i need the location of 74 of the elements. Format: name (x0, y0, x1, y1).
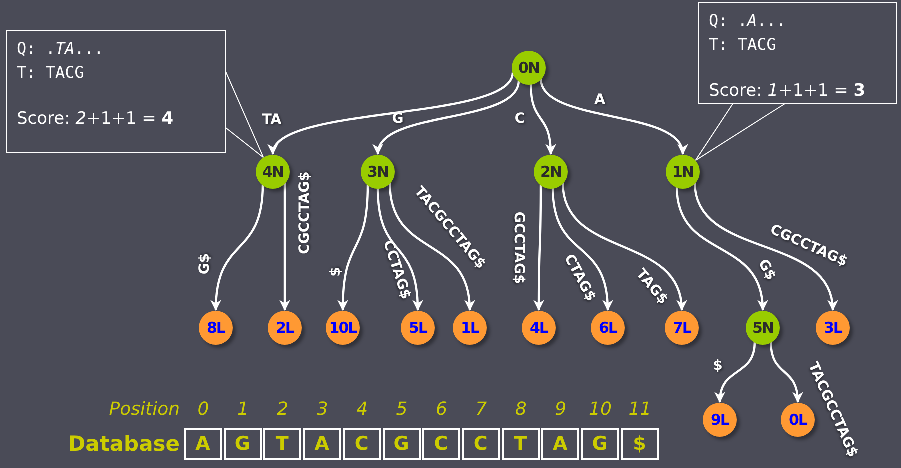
position-number: 6 (434, 398, 448, 422)
internal-node: 1N (666, 155, 700, 189)
sequence-text: T: TACG (709, 34, 778, 56)
axis-label: Position (108, 398, 180, 422)
edge-label: CGCCTAG$ (297, 172, 313, 254)
edge-label: $ (713, 358, 723, 374)
leader-line (226, 72, 264, 158)
callout-box (698, 2, 897, 104)
edge-label: C (514, 111, 526, 127)
leaf-node: 0L (781, 403, 815, 437)
arrow (562, 182, 686, 312)
leaf-node: 9L (703, 403, 737, 437)
position-number: 8 (514, 398, 528, 422)
sequence-cell: C (462, 428, 500, 460)
position-number: 2 (276, 398, 290, 422)
row-label: Database (67, 431, 180, 458)
arrow (552, 188, 613, 312)
internal-node: 0N (512, 51, 546, 85)
leaf-node: 7L (665, 311, 699, 345)
position-number: 10 (588, 398, 613, 422)
internal-node: 5N (746, 311, 780, 345)
sequence-cell: T (263, 428, 302, 460)
callout-box (6, 30, 226, 153)
edge-label: A (594, 92, 606, 108)
score-text: Score: 1+1+1 = 3 (709, 80, 867, 103)
sequence-cell: C (422, 428, 460, 460)
sequence-cell: G (224, 428, 262, 460)
position-number: 3 (316, 398, 330, 422)
position-number: 4 (356, 398, 370, 422)
edge-label: $ (328, 267, 344, 277)
internal-node: 3N (361, 155, 395, 189)
leaf-node: 1L (453, 311, 487, 345)
sequence-cell: $ (620, 428, 659, 460)
internal-node: 2N (534, 155, 568, 189)
sequence-text: Q: .TA... (17, 38, 105, 60)
leaf-node: 10L (326, 311, 360, 345)
position-number: 7 (474, 398, 488, 422)
leaf-node: 3L (816, 311, 850, 345)
arrow (211, 184, 264, 312)
sequence-cell: A (184, 428, 222, 460)
edge-label: G$ (197, 253, 213, 275)
arrow (540, 78, 686, 156)
arrow (694, 182, 837, 312)
sequence-text: T: TACG (17, 62, 86, 84)
sequence-cell: C (342, 428, 381, 460)
arrow (530, 84, 556, 156)
internal-node: 4N (256, 155, 290, 189)
leaf-node: 5L (401, 311, 435, 345)
arrow (388, 182, 475, 312)
leaf-node: 2L (268, 311, 302, 345)
arrow (338, 184, 370, 312)
arrow (280, 183, 290, 312)
position-number: 5 (395, 398, 409, 422)
arrow (376, 188, 424, 312)
score-text: Score: 2+1+1 = 4 (17, 108, 175, 131)
sequence-cell: T (502, 428, 540, 460)
sequence-cell: A (541, 428, 580, 460)
arrow (676, 186, 768, 312)
leader-line (695, 104, 786, 162)
sequence-cell: G (382, 428, 420, 460)
position-number: 9 (554, 398, 568, 422)
edge-label: GCCTAG$ (511, 212, 527, 284)
position-number: 11 (628, 398, 653, 422)
sequence-cell: G (581, 428, 619, 460)
arrow (715, 342, 756, 404)
sequence-text: Q: .A... (709, 10, 788, 32)
position-number: 1 (236, 398, 250, 422)
sequence-cell: A (303, 428, 342, 460)
position-number: 0 (196, 398, 210, 422)
arrow (770, 342, 803, 404)
arrow (534, 184, 545, 312)
leaf-node: 8L (199, 311, 233, 345)
leaf-node: 6L (591, 311, 625, 345)
leaf-node: 4L (522, 311, 556, 345)
